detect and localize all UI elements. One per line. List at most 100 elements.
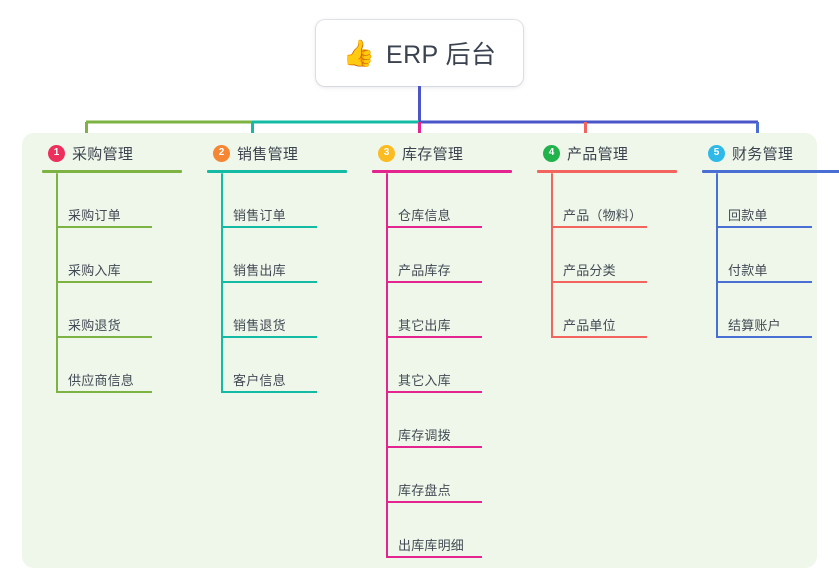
column-header-5[interactable]: 5 财务管理 bbox=[696, 133, 839, 173]
column-2: 2 销售管理销售订单销售出库销售退货客户信息 bbox=[201, 133, 366, 393]
column-header-4[interactable]: 4 产品管理 bbox=[531, 133, 696, 173]
tree-item[interactable]: 采购入库 bbox=[56, 228, 201, 283]
tree-item[interactable]: 出库库明细 bbox=[386, 503, 531, 558]
tree-item-label: 库存盘点 bbox=[398, 483, 451, 498]
tree-item-label: 其它入库 bbox=[398, 373, 451, 388]
tree-item[interactable]: 采购订单 bbox=[56, 173, 201, 228]
tree-item-rule bbox=[56, 226, 152, 228]
column-badge-icon: 2 bbox=[213, 144, 230, 162]
column-item-list: 采购订单采购入库采购退货供应商信息 bbox=[56, 173, 201, 393]
tree-item-rule bbox=[716, 281, 812, 283]
column-spine bbox=[221, 173, 223, 393]
tree-item-rule bbox=[386, 391, 482, 393]
structure-board: 1 采购管理采购订单采购入库采购退货供应商信息 2 销售管理销售订单销售出库销售退货客… bbox=[22, 133, 839, 568]
tree-item-rule bbox=[221, 226, 317, 228]
tree-item[interactable]: 结算账户 bbox=[716, 283, 839, 338]
tree-item-label: 其它出库 bbox=[398, 318, 451, 333]
tree-item[interactable]: 其它入库 bbox=[386, 338, 531, 393]
tree-item[interactable]: 销售出库 bbox=[221, 228, 366, 283]
tree-item-label: 付款单 bbox=[728, 263, 768, 278]
column-header-rule bbox=[207, 170, 347, 173]
tree-item-label: 销售出库 bbox=[233, 263, 286, 278]
tree-item[interactable]: 销售订单 bbox=[221, 173, 366, 228]
tree-item[interactable]: 产品（物料） bbox=[551, 173, 696, 228]
tree-item-label: 产品库存 bbox=[398, 263, 451, 278]
column-header-3[interactable]: 3 库存管理 bbox=[366, 133, 531, 173]
tree-item-rule bbox=[56, 391, 152, 393]
tree-item[interactable]: 仓库信息 bbox=[386, 173, 531, 228]
column-badge-icon: 5 bbox=[708, 144, 725, 162]
tree-item-label: 出库库明细 bbox=[398, 538, 465, 553]
tree-item-rule bbox=[551, 281, 647, 283]
column-spine bbox=[56, 173, 58, 393]
tree-item-label: 采购订单 bbox=[68, 208, 121, 223]
column-title: 销售管理 bbox=[237, 145, 299, 163]
tree-item-rule bbox=[386, 281, 482, 283]
column-title: 库存管理 bbox=[402, 145, 464, 163]
tree-item-label: 产品分类 bbox=[563, 263, 616, 278]
tree-item-rule bbox=[56, 336, 152, 338]
tree-item-rule bbox=[386, 226, 482, 228]
column-3: 3 库存管理仓库信息产品库存其它出库其它入库库存调拨库存盘点出库库明细 bbox=[366, 133, 531, 558]
tree-item-rule bbox=[716, 226, 812, 228]
tree-item[interactable]: 销售退货 bbox=[221, 283, 366, 338]
column-title: 采购管理 bbox=[72, 145, 134, 163]
column-header-1[interactable]: 1 采购管理 bbox=[36, 133, 201, 173]
tree-item[interactable]: 客户信息 bbox=[221, 338, 366, 393]
tree-item[interactable]: 供应商信息 bbox=[56, 338, 201, 393]
tree-item[interactable]: 回款单 bbox=[716, 173, 839, 228]
tree-item[interactable]: 库存调拨 bbox=[386, 393, 531, 448]
column-header-rule bbox=[702, 170, 839, 173]
column-header-rule bbox=[372, 170, 512, 173]
tree-item-rule bbox=[221, 281, 317, 283]
column-spine bbox=[386, 173, 388, 558]
tree-item-rule bbox=[386, 336, 482, 338]
column-item-list: 回款单付款单结算账户 bbox=[716, 173, 839, 338]
tree-item-label: 库存调拨 bbox=[398, 428, 451, 443]
column-4: 4 产品管理产品（物料） 产品分类产品单位 bbox=[531, 133, 696, 338]
tree-item-rule bbox=[221, 391, 317, 393]
root-node-title: ERP 后台 bbox=[386, 41, 497, 69]
tree-item-label: 供应商信息 bbox=[68, 373, 135, 388]
tree-item-label: 产品（物料） bbox=[563, 208, 643, 223]
tree-item[interactable]: 库存盘点 bbox=[386, 448, 531, 503]
tree-item-label: 仓库信息 bbox=[398, 208, 451, 223]
tree-item[interactable]: 产品库存 bbox=[386, 228, 531, 283]
tree-item-label: 结算账户 bbox=[728, 318, 781, 333]
column-spine bbox=[716, 173, 718, 338]
column-item-list: 仓库信息产品库存其它出库其它入库库存调拨库存盘点出库库明细 bbox=[386, 173, 531, 558]
tree-item[interactable]: 付款单 bbox=[716, 228, 839, 283]
tree-item-label: 客户信息 bbox=[233, 373, 286, 388]
tree-item-label: 产品单位 bbox=[563, 318, 616, 333]
column-badge-icon: 4 bbox=[543, 144, 560, 162]
column-item-list: 产品（物料） 产品分类产品单位 bbox=[551, 173, 696, 338]
column-title: 产品管理 bbox=[567, 145, 629, 163]
column-header-2[interactable]: 2 销售管理 bbox=[201, 133, 366, 173]
tree-item[interactable]: 产品分类 bbox=[551, 228, 696, 283]
tree-item-label: 回款单 bbox=[728, 208, 768, 223]
column-badge-icon: 1 bbox=[48, 144, 65, 162]
column-spine bbox=[551, 173, 553, 338]
tree-item-rule bbox=[716, 336, 812, 338]
column-title: 财务管理 bbox=[732, 145, 794, 163]
tree-item-rule bbox=[221, 336, 317, 338]
column-1: 1 采购管理采购订单采购入库采购退货供应商信息 bbox=[36, 133, 201, 393]
tree-item-label: 采购退货 bbox=[68, 318, 121, 333]
column-header-rule bbox=[42, 170, 182, 173]
column-header-rule bbox=[537, 170, 677, 173]
tree-item[interactable]: 其它出库 bbox=[386, 283, 531, 338]
tree-item[interactable]: 产品单位 bbox=[551, 283, 696, 338]
tree-item[interactable]: 采购退货 bbox=[56, 283, 201, 338]
tree-item-rule bbox=[56, 281, 152, 283]
column-badge-icon: 3 bbox=[378, 144, 395, 162]
column-5: 5 财务管理回款单付款单结算账户 bbox=[696, 133, 839, 338]
tree-item-rule bbox=[386, 556, 482, 558]
tree-item-rule bbox=[386, 446, 482, 448]
tree-item-rule bbox=[551, 226, 647, 228]
thumbs-up-icon: 👍 bbox=[342, 38, 376, 68]
column-item-list: 销售订单销售出库销售退货客户信息 bbox=[221, 173, 366, 393]
root-node-erp-backend[interactable]: 👍 ERP 后台 bbox=[316, 20, 523, 86]
tree-item-label: 采购入库 bbox=[68, 263, 121, 278]
tree-item-rule bbox=[386, 501, 482, 503]
